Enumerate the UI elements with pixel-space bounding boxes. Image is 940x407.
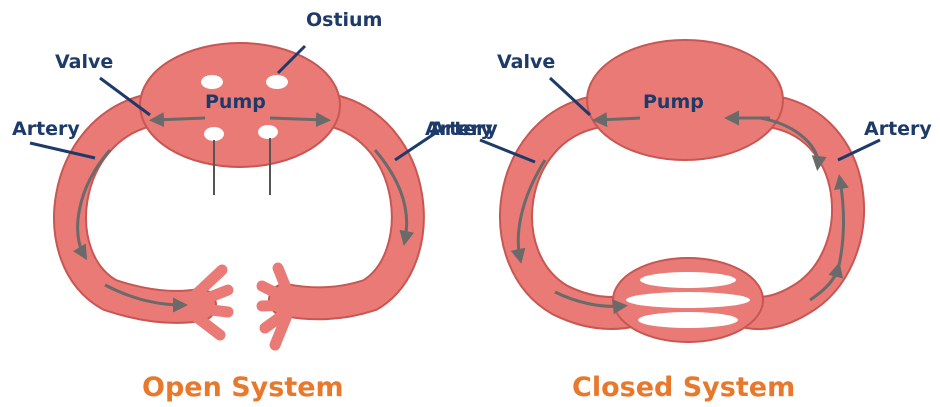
closed-system-diagram: Valve Pump Artery Artery Closed System — [430, 40, 932, 403]
closed-artery-right-label: Artery — [864, 118, 932, 140]
open-left-vessel-branches — [190, 270, 228, 335]
closed-capillary-bed — [613, 258, 763, 342]
open-system-caption: Open System — [142, 372, 344, 403]
open-system-diagram: Ostium Valve Pump Artery Artery Open Sys… — [12, 9, 493, 403]
open-pump-label: Pump — [205, 91, 266, 113]
open-valve-label: Valve — [55, 51, 113, 73]
closed-artery-left-label: Artery — [430, 118, 498, 140]
closed-pump-label: Pump — [643, 91, 704, 113]
open-artery-left-label: Artery — [12, 118, 80, 140]
open-ostium-label: Ostium — [306, 9, 382, 31]
open-right-vessel-branches — [262, 268, 292, 345]
closed-system-caption: Closed System — [572, 372, 795, 403]
closed-valve-label: Valve — [497, 51, 555, 73]
